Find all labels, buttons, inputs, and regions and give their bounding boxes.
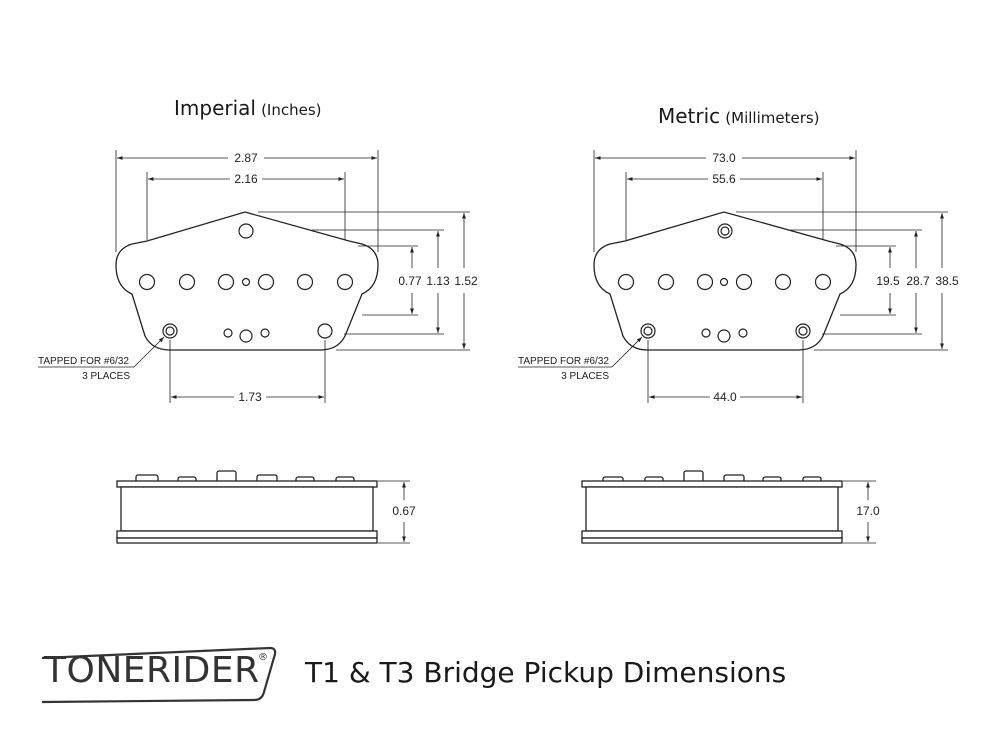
imperial-title: Imperial (Inches) [174,96,322,120]
metric-lead-hole-2 [717,329,731,343]
imperial-note-line1: TAPPED FOR #6/32 [38,356,129,367]
imperial-pole-1 [138,273,156,291]
metric-top-mount-hole-inner [720,226,730,236]
metric-height: 17.0 [856,504,880,518]
metric-center-hole [719,277,729,287]
footer-title: T1 & T3 Bridge Pickup Dimensions [305,656,787,689]
imperial-height-outer: 1.52 [454,274,478,288]
imperial-height-inner: 0.77 [398,274,422,288]
imperial-side-baseplate [116,537,378,544]
metric-pole-6 [814,273,832,291]
metric-title-main: Metric [658,104,721,128]
metric-side-baseplate [581,537,843,544]
imperial-pole-6 [336,273,354,291]
imperial-title-sub: (Inches) [261,101,322,119]
imperial-overall-width: 2.87 [234,151,258,165]
metric-height-mid: 28.7 [906,274,930,288]
metric-pole-2 [657,273,675,291]
metric-overall-width: 73.0 [712,151,736,165]
imperial-pole-span: 2.16 [234,172,258,186]
imperial-center-hole [241,277,251,287]
imperial-side-top-plate [116,480,378,488]
metric-pole-span: 55.6 [712,172,736,186]
brand-registered: ® [258,652,268,663]
imperial-pole-4 [257,273,275,291]
metric-side-coil [585,486,839,532]
imperial-top-view: 2.87 2.16 0.77 1.13 1.52 1.73 TAPPED FOR… [38,150,478,404]
metric-pole-1 [617,273,635,291]
metric-pole-4 [735,273,753,291]
metric-pole-5 [774,273,792,291]
imperial-left-mount-hole-inner [165,326,175,336]
imperial-note-line2: 3 PLACES [82,371,130,382]
metric-pole-3 [696,273,714,291]
metric-left-mount-hole-inner [643,326,653,336]
imperial-lead-hole-2 [239,329,253,343]
imperial-side-view: 0.67 [116,470,416,544]
metric-title-sub: (Millimeters) [725,109,820,127]
imperial-right-mount-hole [317,323,333,339]
imperial-side-coil [120,486,374,532]
imperial-title-main: Imperial [174,96,256,120]
metric-right-mount-hole-inner [798,326,808,336]
metric-lead-hole-3 [738,328,748,338]
imperial-height-mid: 1.13 [426,274,450,288]
metric-top-view: 73.0 55.6 19.5 28.7 38.5 44.0 TAPPED FOR… [518,150,959,404]
metric-lead-hole-1 [701,328,711,338]
imperial-pole-5 [296,273,314,291]
imperial-pole-3 [217,273,235,291]
imperial-side-base [116,530,378,539]
imperial-lead-hole-3 [260,328,270,338]
metric-side-base [581,530,843,539]
metric-note-line1: TAPPED FOR #6/32 [518,356,609,367]
metric-height-inner: 19.5 [876,274,900,288]
imperial-lead-hole-1 [223,328,233,338]
brand-name: TONERIDER [44,650,260,691]
metric-note-line2: 3 PLACES [561,371,609,382]
metric-title: Metric (Millimeters) [658,104,820,128]
metric-side-view: 17.0 [581,470,880,544]
imperial-pole-2 [178,273,196,291]
metric-height-outer: 38.5 [935,274,959,288]
metric-mount-span: 44.0 [713,390,737,404]
brand-logo-frame [41,646,277,704]
metric-side-top-plate [581,480,843,488]
imperial-mount-span: 1.73 [238,390,262,404]
imperial-top-mount-hole [238,223,254,239]
imperial-height: 0.67 [392,504,416,518]
